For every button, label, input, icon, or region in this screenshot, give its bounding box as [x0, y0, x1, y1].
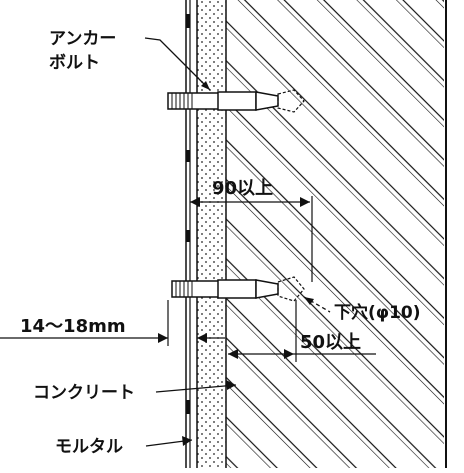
dim-50-arrow-right: [284, 349, 294, 359]
label-anchor-bolt-2: ボルト: [49, 53, 100, 73]
leader-concrete-arrowhead: [226, 380, 236, 390]
anchor-bolt-lower: [171, 276, 305, 302]
anchor-bolt-upper: [167, 89, 305, 113]
leader-pilot-hole: [303, 296, 331, 313]
dim-90-arrow-right: [300, 197, 310, 207]
dim-mortar-arrow-right: [197, 333, 207, 343]
leader-arrowhead: [201, 81, 210, 90]
label-pilot-hole: 下穴(φ10): [334, 302, 421, 323]
leader-anchor-bolt: [144, 37, 211, 91]
mortar-layer: [197, 0, 226, 468]
leader-pilot-arrowhead: [304, 297, 314, 305]
label-anchor-bolt-1: アンカー: [49, 29, 116, 49]
leader-mortar-arrowhead: [182, 436, 192, 446]
dim-mortar-thickness-label: 14〜18mm: [20, 316, 126, 337]
dim-mortar-arrow-left: [158, 333, 168, 343]
dim-embed-depth-label: 50以上: [300, 332, 361, 353]
dim-50-arrow-left: [228, 349, 238, 359]
concrete-hatch-area: [226, 0, 444, 468]
board-joint: [186, 230, 190, 242]
dim-90-arrow-left: [190, 197, 200, 207]
board-joint: [186, 400, 190, 414]
board-joint: [186, 14, 190, 28]
leader-concrete: [155, 384, 237, 393]
dim-bolt-spacing-label: 90以上: [212, 178, 273, 199]
label-concrete: コンクリート: [33, 383, 135, 403]
board-joint: [186, 150, 190, 162]
label-mortar: モルタル: [55, 437, 123, 457]
